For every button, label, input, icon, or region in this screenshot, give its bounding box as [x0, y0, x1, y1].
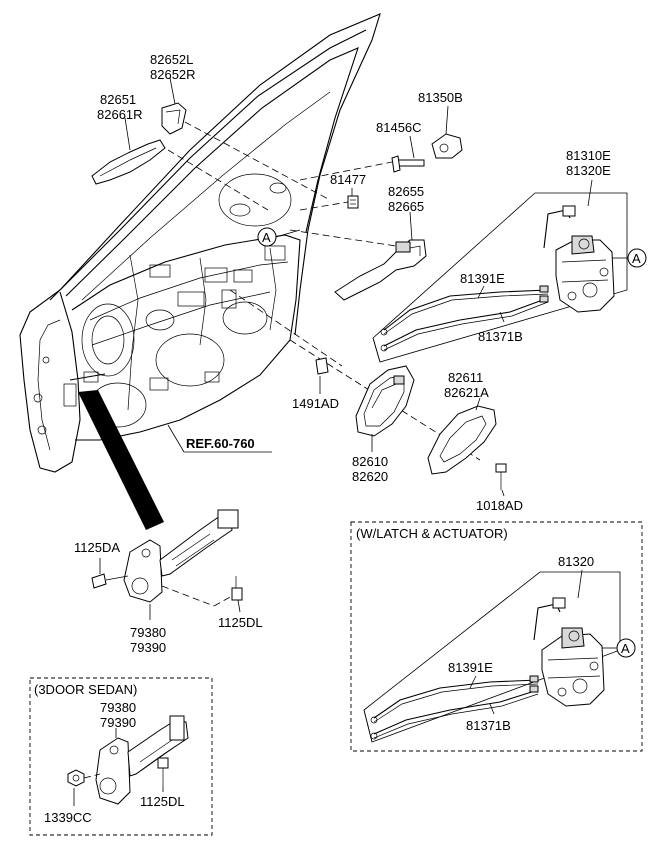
door-checker-main [91, 509, 243, 620]
latch-assembly-bottom [363, 569, 621, 743]
label-82661R: 82661R [97, 107, 143, 122]
label-81310E: 81310E [566, 148, 611, 163]
label-82655: 82655 [388, 184, 424, 199]
label-81391E-bottom: 81391E [448, 660, 493, 675]
label-81371B-top: 81371B [478, 329, 523, 344]
label-81456C: 81456C [376, 120, 422, 135]
sedan-title: (3DOOR SEDAN) [34, 682, 137, 697]
label-79390-sedan: 79390 [100, 715, 136, 730]
label-1125DL-main: 1125DL [218, 615, 263, 630]
label-79390-main: 79390 [130, 640, 166, 655]
inside-handle-group [355, 365, 507, 497]
label-79380-sedan: 79380 [100, 700, 136, 715]
label-1339CC: 1339CC [44, 810, 92, 825]
label-81320: 81320 [558, 554, 594, 569]
bolt-81477 [347, 188, 359, 209]
label-1491AD: 1491AD [292, 396, 339, 411]
label-82665: 82665 [388, 199, 424, 214]
striker-group [391, 105, 463, 173]
label-79380-main: 79380 [130, 625, 166, 640]
label-81350B: 81350B [418, 90, 463, 105]
label-82652R: 82652R [150, 67, 196, 82]
label-81477: 81477 [330, 172, 366, 187]
sedan-box [29, 677, 213, 836]
outside-handle-group [91, 77, 187, 185]
label-82620: 82620 [352, 469, 388, 484]
marker-a-top-label: A [632, 251, 641, 266]
latch-assembly-top [372, 179, 628, 363]
label-82611: 82611 [448, 370, 483, 385]
clip-1491AD [315, 357, 329, 394]
ref-label: REF.60-760 [186, 436, 255, 451]
door-checker-sedan [67, 715, 189, 806]
latch-actuator-title: (W/LATCH & ACTUATOR) [356, 526, 508, 541]
label-1125DL-sedan: 1125DL [140, 794, 185, 809]
front-door-panel [19, 13, 381, 473]
latch-actuator-box [350, 521, 643, 752]
label-82652L: 82652L [150, 52, 193, 67]
label-82621A: 82621A [444, 385, 489, 400]
label-81391E-top: 81391E [460, 271, 505, 286]
handle-base-82655 [334, 211, 427, 301]
label-81320E: 81320E [566, 163, 611, 178]
marker-a-door-label: A [262, 230, 271, 245]
label-82610: 82610 [352, 454, 388, 469]
label-82651: 82651 [100, 92, 136, 107]
label-81371B-bottom: 81371B [466, 718, 511, 733]
label-1018AD: 1018AD [476, 498, 523, 513]
label-1125DA: 1125DA [74, 540, 120, 555]
marker-a-bottom-label: A [621, 641, 630, 656]
detail-pointer-wedge [78, 390, 164, 530]
